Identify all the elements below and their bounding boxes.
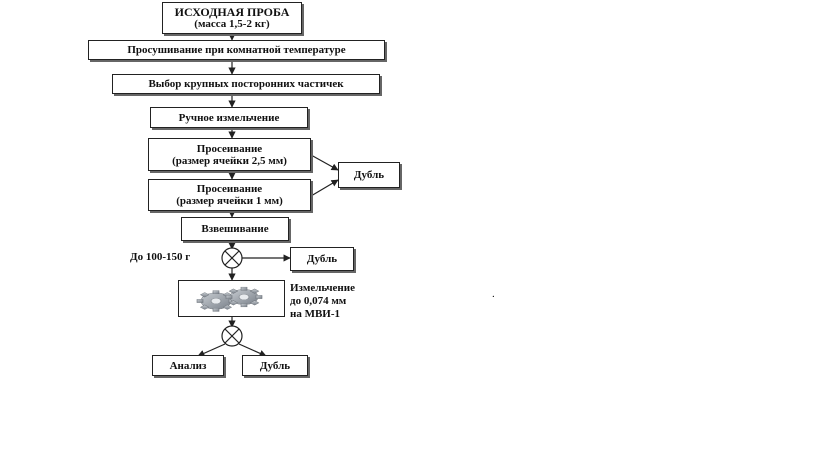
sieving-1mm-mesh: (размер ячейки 1 мм): [176, 195, 283, 207]
manual-grinding-box: Ручное измельчение: [150, 107, 308, 128]
mass-split-label: До 100-150 г: [130, 251, 191, 263]
analysis-box: Анализ: [152, 355, 224, 376]
drying-label: Просушивание при комнатной температуре: [127, 44, 346, 56]
duplicate-box-final: Дубль: [242, 355, 308, 376]
grinding-note-line-2: до 0,074 мм: [290, 295, 347, 307]
weighing-box: Взвешивание: [181, 217, 289, 241]
sieving-1mm-box: Просеивание (размер ячейки 1 мм): [148, 179, 311, 211]
selection-label: Выбор крупных посторонних частичек: [148, 78, 344, 90]
mill-box: [178, 280, 285, 317]
split-node-1: [221, 247, 243, 269]
duplicate-label-sieving: Дубль: [353, 169, 385, 181]
weighing-label: Взвешивание: [201, 223, 269, 235]
arrow-split-to-duplicate-final: [238, 343, 267, 357]
sieving-1mm-title: Просеивание: [196, 183, 263, 195]
sieving-2-5mm-mesh: (размер ячейки 2,5 мм): [172, 154, 287, 167]
initial-sample-mass: (масса 1,5-2 кг): [194, 18, 270, 30]
split-node-2: [221, 325, 243, 347]
manual-grinding-label: Ручное измельчение: [178, 111, 280, 124]
duplicate-box-split: Дубль: [290, 247, 354, 271]
duplicate-label-final: Дубль: [259, 359, 291, 372]
grinding-note-line-3: на МВИ-1: [290, 308, 341, 320]
stray-dot: .: [492, 288, 495, 300]
sieving-2-5mm-box: Просеивание (размер ячейки 2,5 мм): [148, 138, 311, 171]
sieving-2-5mm-title: Просеивание: [196, 142, 263, 155]
duplicate-label-split: Дубль: [306, 253, 338, 265]
grinding-note-line-1: Измельчение: [290, 282, 355, 294]
arrow-sieving1-to-duplicate: [310, 154, 339, 171]
initial-sample-box: ИСХОДНАЯ ПРОБА (масса 1,5-2 кг): [162, 2, 302, 34]
grinding-note: Измельчение до 0,074 мм на МВИ-1: [290, 282, 355, 321]
drying-box: Просушивание при комнатной температуре: [88, 40, 385, 60]
gear-mill-icon: [196, 286, 262, 312]
initial-sample-title: ИСХОДНАЯ ПРОБА: [174, 5, 290, 19]
analysis-label: Анализ: [169, 359, 207, 372]
duplicate-box-sieving: Дубль: [338, 162, 400, 188]
arrow-split-to-analysis: [197, 343, 226, 357]
selection-box: Выбор крупных посторонних частичек: [112, 74, 380, 94]
arrow-sieving2-to-duplicate: [310, 179, 339, 197]
